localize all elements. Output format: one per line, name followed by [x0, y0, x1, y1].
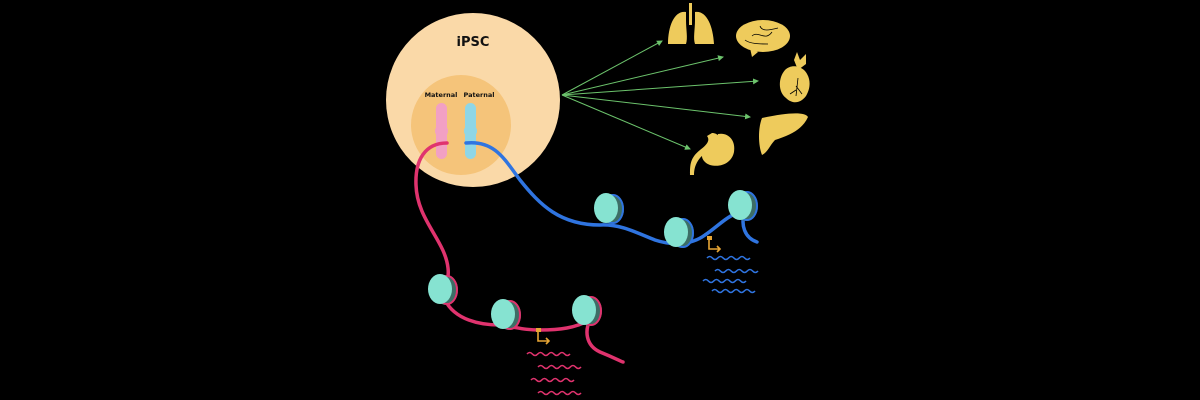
arrow-stomach — [561, 94, 691, 150]
differentiation-arrows — [561, 40, 759, 150]
maternal-transcript — [537, 364, 582, 370]
paternal-promoter-arrow-icon — [707, 236, 722, 253]
stomach-icon — [690, 133, 735, 175]
brain-icon — [736, 20, 790, 57]
paternal-transcript — [714, 268, 759, 274]
ipsc-label: iPSC — [457, 35, 490, 50]
maternal-promoter-arrow-icon — [536, 328, 551, 345]
arrow-heart — [561, 78, 759, 96]
paternal-nucleosome — [664, 217, 694, 248]
paternal-label: Paternal — [464, 91, 495, 99]
arrow-lungs — [561, 40, 663, 96]
maternal-nucleosome — [572, 295, 602, 326]
paternal-nucleosome — [594, 193, 624, 224]
maternal-transcript — [537, 390, 582, 396]
lungs-icon — [668, 3, 714, 45]
maternal-chromosome — [435, 103, 448, 159]
arrow-brain — [561, 55, 724, 96]
paternal-chromosome — [464, 103, 477, 159]
nucleus — [411, 75, 511, 175]
maternal-nucleosome — [491, 299, 521, 330]
maternal-transcript — [526, 351, 571, 357]
maternal-nucleosome — [428, 274, 458, 305]
liver-icon — [759, 113, 808, 155]
heart-icon — [779, 52, 810, 103]
maternal-dna-strand — [414, 141, 625, 364]
maternal-label: Maternal — [425, 91, 458, 99]
paternal-nucleosome — [728, 190, 758, 221]
paternal-transcript — [706, 255, 751, 261]
paternal-transcript — [702, 278, 747, 284]
paternal-transcript — [711, 288, 756, 294]
maternal-transcript — [530, 377, 575, 383]
arrow-liver — [561, 94, 751, 120]
